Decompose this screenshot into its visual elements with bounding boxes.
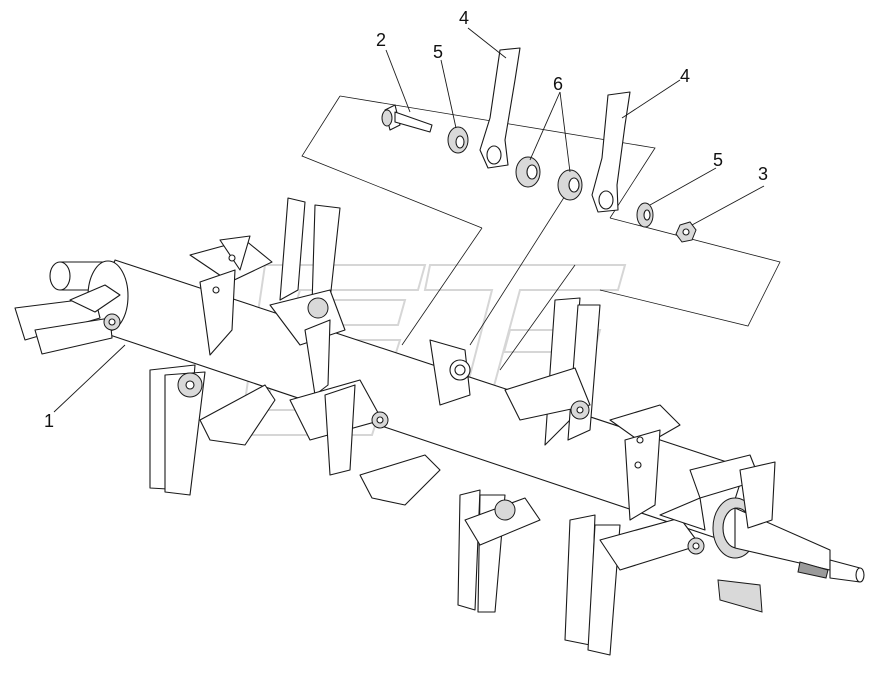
knife-part-4-left <box>479 47 521 169</box>
callout-3: 3 <box>758 164 768 184</box>
washer-part-5-right <box>636 202 654 228</box>
callout-5-left: 5 <box>433 42 443 62</box>
knife-group-11 <box>689 454 776 529</box>
knife-part-4-right <box>591 91 631 213</box>
knife-group-1 <box>14 284 121 355</box>
explode-lines <box>301 95 781 371</box>
bushing-part-6-right <box>557 169 583 201</box>
knife-group-8 <box>609 404 681 521</box>
callout-4-right: 4 <box>680 66 690 86</box>
knife-group-7 <box>504 297 601 446</box>
bolt-part-2 <box>381 104 433 133</box>
leader-lines <box>53 27 765 413</box>
knife-group-4 <box>149 364 276 496</box>
callout-2: 2 <box>376 30 386 50</box>
callout-6: 6 <box>553 74 563 94</box>
callout-4-left: 4 <box>459 8 469 28</box>
knife-group-10 <box>564 497 706 656</box>
bushing-part-6-left <box>515 156 541 188</box>
knife-group-5 <box>289 379 389 476</box>
callout-labels: 2 5 4 6 4 5 3 1 <box>44 8 768 431</box>
nut-part-3 <box>675 221 697 243</box>
knife-group-2 <box>189 235 273 356</box>
callout-5-right: 5 <box>713 150 723 170</box>
knife-group-3 <box>269 197 346 396</box>
callout-1: 1 <box>44 411 54 431</box>
knife-group-9 <box>457 489 541 613</box>
washer-part-5-left <box>447 126 469 154</box>
knife-group-6 <box>359 339 471 506</box>
